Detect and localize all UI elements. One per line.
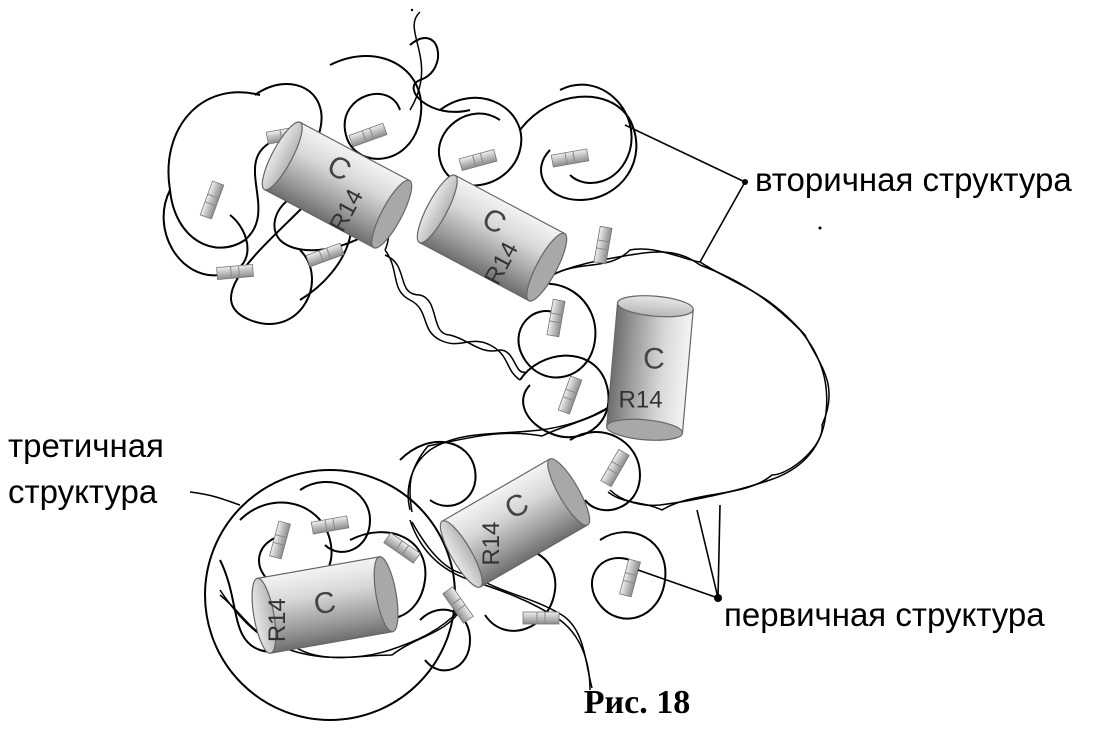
svg-text:R14: R14: [478, 522, 505, 566]
figure-caption: Рис. 18: [584, 684, 690, 721]
label-secondary-structure: вторичная структура: [755, 161, 1072, 198]
svg-text:R14: R14: [619, 386, 663, 413]
helix-cylinder-1: C R14: [254, 117, 420, 253]
primary-chain-helix: [219, 179, 830, 691]
label-tertiary-structure-line2: структура: [8, 473, 158, 510]
helix-cylinder-3: C R14: [605, 292, 695, 444]
label-primary-structure: первичная структура: [724, 596, 1045, 633]
svg-text:R14: R14: [264, 598, 291, 642]
leader-lines: [189, 8, 822, 602]
svg-text:C: C: [643, 342, 665, 375]
helix-cylinder-4: C R14: [433, 453, 597, 593]
helix-cylinder-2: C R14: [409, 170, 575, 306]
label-tertiary-structure-line1: третичная: [8, 427, 164, 464]
helix-cylinder-5: C R14: [246, 554, 404, 656]
